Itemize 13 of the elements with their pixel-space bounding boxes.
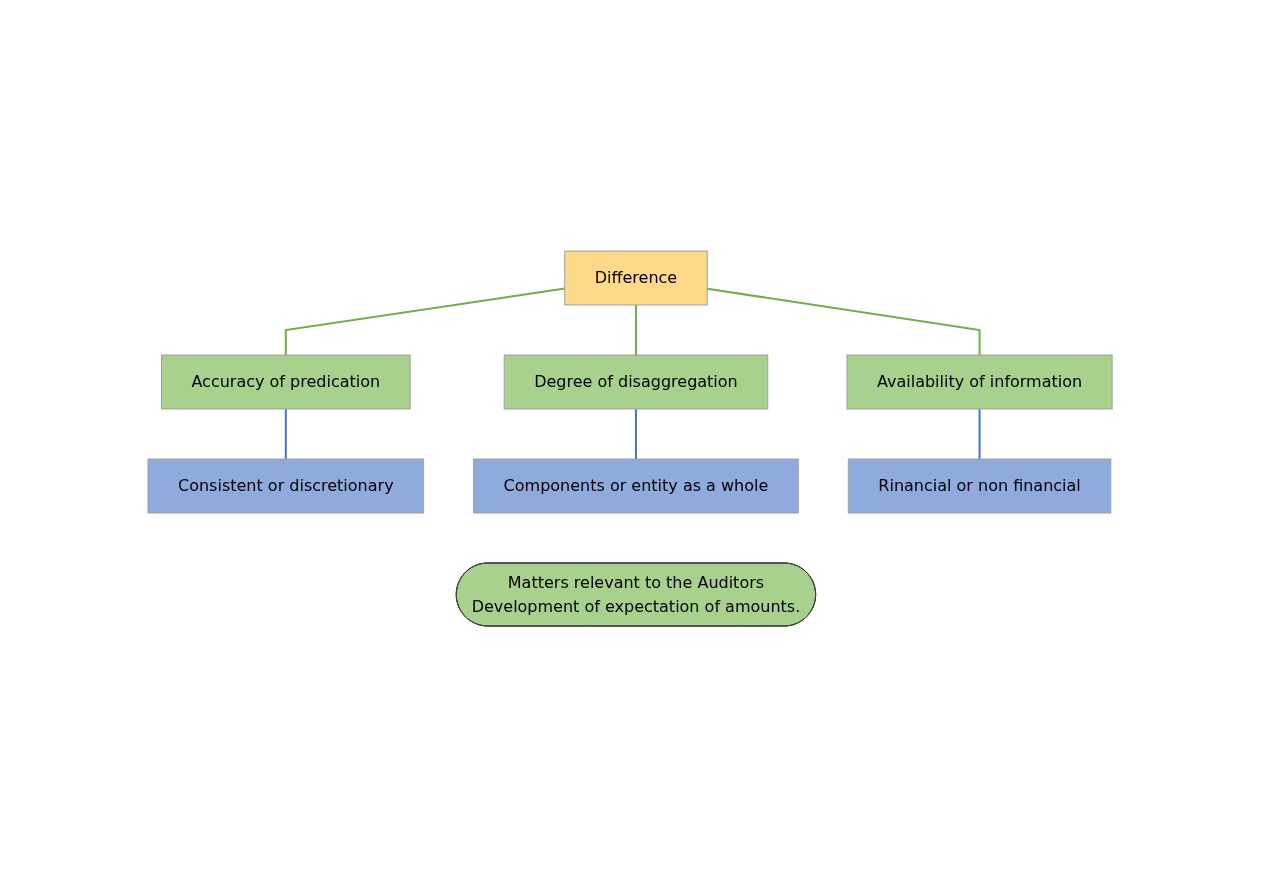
- node-box: Rinancial or non financial: [848, 458, 1112, 513]
- node-box: Accuracy of predication: [161, 354, 412, 409]
- connector: [635, 407, 638, 460]
- connector: [285, 407, 288, 460]
- node-box: Consistent or discretionary: [147, 458, 425, 513]
- node-box: Difference: [564, 250, 709, 305]
- node-box: Availability of information: [846, 354, 1114, 409]
- node-box: Components or entity as a whole: [473, 458, 800, 513]
- node-box: Degree of disaggregation: [504, 354, 769, 409]
- connector: [285, 287, 567, 356]
- connector: [979, 407, 981, 460]
- connector: [635, 303, 638, 356]
- connector: [706, 287, 981, 356]
